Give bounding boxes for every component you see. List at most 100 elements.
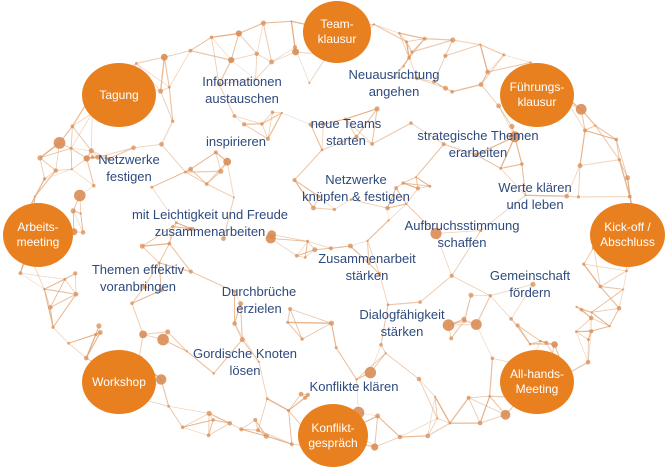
network-node xyxy=(415,76,420,81)
network-link xyxy=(371,122,412,145)
network-link xyxy=(500,136,516,169)
network-link xyxy=(281,112,311,125)
format-workshop[interactable]: Workshop xyxy=(82,350,156,414)
network-link xyxy=(451,230,482,277)
network-node xyxy=(436,417,439,420)
format-konfliktgespraech[interactable]: Konflikt- gespräch xyxy=(298,404,368,467)
network-link xyxy=(424,38,453,41)
network-node xyxy=(500,409,511,420)
network-link xyxy=(50,293,77,308)
network-node xyxy=(499,167,502,170)
network-link xyxy=(190,271,235,292)
network-link xyxy=(74,273,77,295)
network-link xyxy=(350,240,368,247)
network-link xyxy=(444,39,454,57)
network-node xyxy=(320,148,324,152)
network-node xyxy=(90,155,95,160)
network-link xyxy=(377,415,401,438)
network-link xyxy=(243,124,269,140)
goal-netzwerke-knuepfen-festigen: Netzwerke knüpfen & festigen xyxy=(302,172,410,204)
goal-neue-teams-starten: neue Teams starten xyxy=(310,116,382,148)
network-link xyxy=(489,358,494,397)
network-link xyxy=(158,243,170,264)
format-kickoff-abschluss[interactable]: Kick-off / Abschluss xyxy=(590,203,665,267)
network-node xyxy=(260,20,266,26)
network-node xyxy=(303,395,308,400)
network-link xyxy=(185,170,221,173)
format-all-hands-meeting[interactable]: All-hands- Meeting xyxy=(500,350,574,414)
network-link xyxy=(190,49,232,61)
network-node xyxy=(448,421,452,425)
network-node xyxy=(485,69,490,75)
network-link xyxy=(71,168,94,186)
network-node xyxy=(286,320,290,324)
network-link xyxy=(207,413,210,436)
network-link xyxy=(108,147,134,160)
network-link xyxy=(44,170,56,180)
network-link xyxy=(310,124,323,151)
network-link xyxy=(399,418,438,438)
network-node xyxy=(239,427,244,432)
network-link xyxy=(226,161,235,198)
network-node xyxy=(530,281,536,287)
network-node xyxy=(367,262,371,265)
network-link xyxy=(599,286,620,309)
network-node xyxy=(211,418,215,422)
network-link xyxy=(64,279,77,295)
network-link xyxy=(517,325,531,345)
network-node xyxy=(470,319,482,330)
network-link xyxy=(410,122,444,145)
network-link xyxy=(525,194,567,197)
network-link xyxy=(373,23,407,43)
network-node xyxy=(450,37,456,43)
network-node xyxy=(625,175,630,181)
network-link xyxy=(530,342,547,345)
network-link xyxy=(97,147,134,158)
network-link xyxy=(373,24,400,34)
network-link xyxy=(160,57,165,92)
network-link xyxy=(443,143,477,156)
network-link xyxy=(576,306,592,319)
network-link xyxy=(70,126,73,149)
network-node xyxy=(171,119,175,123)
network-link xyxy=(529,340,541,345)
network-node xyxy=(53,168,59,173)
network-node xyxy=(188,269,193,274)
format-arbeitsmeeting[interactable]: Arbeits- meeting xyxy=(3,203,73,267)
network-link xyxy=(521,164,527,196)
network-link xyxy=(427,396,436,436)
network-link xyxy=(142,226,173,247)
network-node xyxy=(139,243,145,249)
format-fuehrungsklausur[interactable]: Führungs- klausur xyxy=(500,63,574,127)
network-link xyxy=(591,317,610,327)
network-link xyxy=(215,152,222,172)
network-node xyxy=(290,20,293,23)
network-link xyxy=(168,87,174,122)
network-node xyxy=(96,323,102,329)
network-link xyxy=(584,130,617,140)
network-link xyxy=(366,240,370,264)
network-link xyxy=(411,39,453,53)
network-link xyxy=(68,343,87,359)
network-link xyxy=(498,105,516,137)
network-link xyxy=(288,410,293,445)
network-node xyxy=(364,366,377,379)
network-node xyxy=(398,31,401,35)
network-link xyxy=(39,147,72,159)
network-link xyxy=(587,331,592,363)
network-node xyxy=(88,148,94,154)
network-link xyxy=(378,273,389,305)
format-tagung[interactable]: Tagung xyxy=(82,63,156,127)
network-node xyxy=(397,434,403,440)
network-node xyxy=(206,433,211,438)
network-node xyxy=(292,45,298,50)
network-node xyxy=(430,227,442,240)
network-link xyxy=(583,247,595,265)
network-link xyxy=(234,115,263,125)
network-link xyxy=(591,307,620,313)
network-node xyxy=(509,123,515,129)
network-node xyxy=(608,325,611,328)
goal-inspirieren: inspirieren xyxy=(206,134,266,149)
format-teamklausur[interactable]: Team- klausur xyxy=(303,1,371,63)
